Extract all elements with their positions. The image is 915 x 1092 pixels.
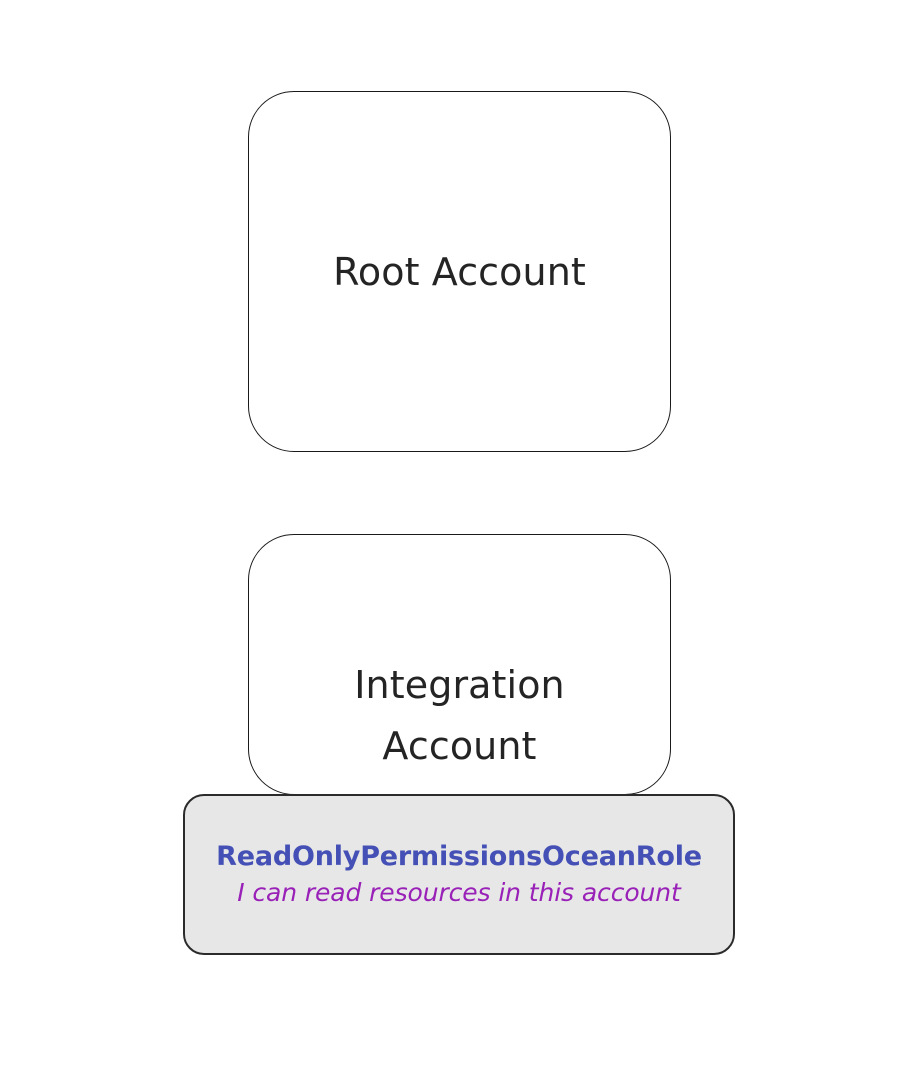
root-account-label: Root Account xyxy=(333,250,586,294)
readonly-permissions-ocean-role-node[interactable]: ReadOnlyPermissionsOceanRole I can read … xyxy=(183,794,735,955)
integration-account-box[interactable]: Integration Account xyxy=(248,534,671,795)
root-account-box[interactable]: Root Account xyxy=(248,91,671,452)
role-subtitle: I can read resources in this account xyxy=(237,878,681,907)
integration-account-label: Integration Account xyxy=(354,663,565,768)
role-title: ReadOnlyPermissionsOceanRole xyxy=(216,841,702,872)
